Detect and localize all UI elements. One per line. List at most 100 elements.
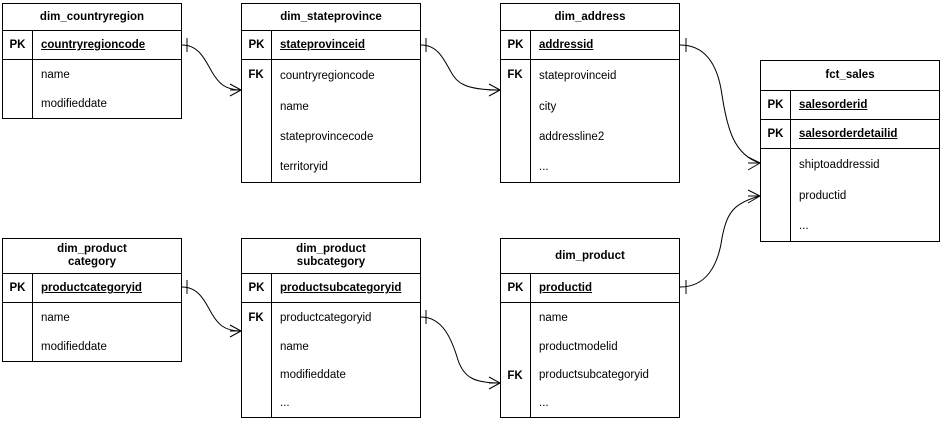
fk-badge: FK	[248, 312, 264, 324]
attribute-row[interactable]: ...	[799, 220, 809, 232]
entity-title-line: dim_product	[57, 243, 127, 255]
key-gutter	[761, 149, 791, 241]
attribute-block: name modifieddate	[3, 60, 181, 118]
attribute-row[interactable]: territoryid	[280, 161, 328, 173]
entity-title-line: dim_product	[296, 243, 366, 255]
key-gutter: FK	[242, 60, 272, 182]
pk-badge: PK	[761, 120, 791, 148]
fk-badge: FK	[507, 69, 523, 81]
attribute-row[interactable]: modifieddate	[41, 340, 107, 353]
pk-field-name: addressid	[531, 31, 593, 59]
pk-field-name: salesorderdetailid	[791, 120, 897, 148]
relationship-stateprovince-address	[420, 38, 501, 97]
attribute-block: shiptoaddressid productid ...	[761, 149, 939, 241]
relationship-productcategory-subcategory	[181, 280, 242, 338]
relationship-subcategory-product	[420, 310, 501, 390]
key-gutter: FK	[501, 303, 531, 417]
pk-field-name: productcategoryid	[33, 274, 142, 302]
entity-dim-countryregion[interactable]: dim_countryregion PK countryregioncode n…	[2, 3, 182, 119]
entity-title: dim_product	[501, 239, 679, 274]
entity-title-line: category	[68, 256, 116, 268]
attribute-row[interactable]: stateprovinceid	[539, 69, 617, 82]
pk-badge: PK	[761, 91, 791, 119]
attribute-row[interactable]: shiptoaddressid	[799, 158, 880, 171]
attribute-list: name modifieddate	[33, 60, 181, 118]
attribute-block: FK name productmodelid productsubcategor…	[501, 303, 679, 417]
entity-title: dim_stateprovince	[242, 4, 420, 31]
pk-badge: PK	[242, 31, 272, 59]
key-gutter	[3, 303, 33, 361]
pk-field-label: productcategoryid	[41, 282, 142, 294]
attribute-row[interactable]: modifieddate	[41, 97, 107, 110]
attribute-row[interactable]: name	[539, 311, 568, 324]
primary-key-row[interactable]: PK salesorderid	[761, 91, 939, 120]
attribute-row[interactable]: addressline2	[539, 131, 605, 143]
attribute-block: name modifieddate	[3, 303, 181, 361]
attribute-block: FK productcategoryid name modifieddate .…	[242, 303, 420, 417]
fk-badge: FK	[248, 69, 264, 81]
pk-field-label: productid	[539, 282, 593, 294]
pk-field-label: productsubcategoryid	[280, 282, 402, 294]
relationship-address-fctsales	[679, 38, 761, 171]
key-gutter: FK	[242, 303, 272, 417]
relationship-product-fctsales	[679, 189, 761, 294]
attribute-row[interactable]: ...	[280, 397, 290, 409]
primary-key-row[interactable]: PK salesorderdetailid	[761, 120, 939, 149]
primary-key-row[interactable]: PK productsubcategoryid	[242, 274, 420, 303]
primary-key-row[interactable]: PK addressid	[501, 31, 679, 60]
entity-title: dim_product subcategory	[242, 239, 420, 274]
attribute-row[interactable]: productsubcategoryid	[539, 369, 649, 381]
pk-field-name: countryregioncode	[33, 31, 145, 59]
pk-badge: PK	[501, 31, 531, 59]
attribute-row[interactable]: name	[280, 340, 309, 353]
attribute-row[interactable]: name	[41, 311, 70, 324]
attribute-row[interactable]: productid	[799, 189, 847, 202]
entity-title: dim_address	[501, 4, 679, 31]
primary-key-row[interactable]: PK productid	[501, 274, 679, 303]
attribute-list: productcategoryid name modifieddate ...	[272, 303, 420, 417]
pk-badge: PK	[242, 274, 272, 302]
pk-field-name: salesorderid	[791, 91, 867, 119]
entity-title-line: subcategory	[296, 256, 366, 268]
fk-badge: FK	[507, 370, 523, 382]
attribute-row[interactable]: productcategoryid	[280, 311, 372, 324]
key-gutter	[3, 60, 33, 118]
primary-key-row[interactable]: PK countryregioncode	[3, 31, 181, 60]
pk-field-name: productid	[531, 274, 592, 302]
relationship-countryregion-stateprovince	[181, 38, 242, 97]
attribute-block: FK countryregioncode name stateprovincec…	[242, 60, 420, 182]
entity-dim-product-category[interactable]: dim_product category PK productcategoryi…	[2, 238, 182, 362]
entity-dim-address[interactable]: dim_address PK addressid FK stateprovinc…	[500, 3, 680, 183]
primary-key-row[interactable]: PK stateprovinceid	[242, 31, 420, 60]
attribute-row[interactable]: city	[539, 100, 557, 113]
attribute-row[interactable]: ...	[539, 397, 549, 409]
attribute-list: stateprovinceid city addressline2 ...	[531, 60, 679, 182]
pk-badge: PK	[3, 274, 33, 302]
pk-field-label: salesorderdetailid	[799, 128, 898, 140]
attribute-list: shiptoaddressid productid ...	[791, 149, 939, 241]
entity-fct-sales[interactable]: fct_sales PK salesorderid PK salesorderd…	[760, 60, 940, 242]
entity-dim-stateprovince[interactable]: dim_stateprovince PK stateprovinceid FK …	[241, 3, 421, 183]
pk-field-label: salesorderid	[799, 99, 868, 111]
primary-key-row[interactable]: PK productcategoryid	[3, 274, 181, 303]
pk-field-name: productsubcategoryid	[272, 274, 401, 302]
entity-dim-product-subcategory[interactable]: dim_product subcategory PK productsubcat…	[241, 238, 421, 418]
attribute-row[interactable]: ...	[539, 161, 549, 173]
attribute-row[interactable]: stateprovincecode	[280, 131, 374, 143]
attribute-block: FK stateprovinceid city addressline2 ...	[501, 60, 679, 182]
pk-field-label: countryregioncode	[41, 39, 146, 51]
attribute-row[interactable]: countryregioncode	[280, 69, 375, 82]
pk-field-label: addressid	[539, 39, 594, 51]
attribute-row[interactable]: name	[41, 68, 70, 81]
attribute-row[interactable]: name	[280, 100, 309, 113]
entity-title: dim_product category	[3, 239, 181, 274]
pk-field-name: stateprovinceid	[272, 31, 365, 59]
attribute-row[interactable]: productmodelid	[539, 340, 618, 353]
pk-badge: PK	[3, 31, 33, 59]
entity-dim-product[interactable]: dim_product PK productid FK name product…	[500, 238, 680, 418]
pk-badge: PK	[501, 274, 531, 302]
attribute-list: name modifieddate	[33, 303, 181, 361]
pk-field-label: stateprovinceid	[280, 39, 365, 51]
attribute-row[interactable]: modifieddate	[280, 369, 346, 381]
